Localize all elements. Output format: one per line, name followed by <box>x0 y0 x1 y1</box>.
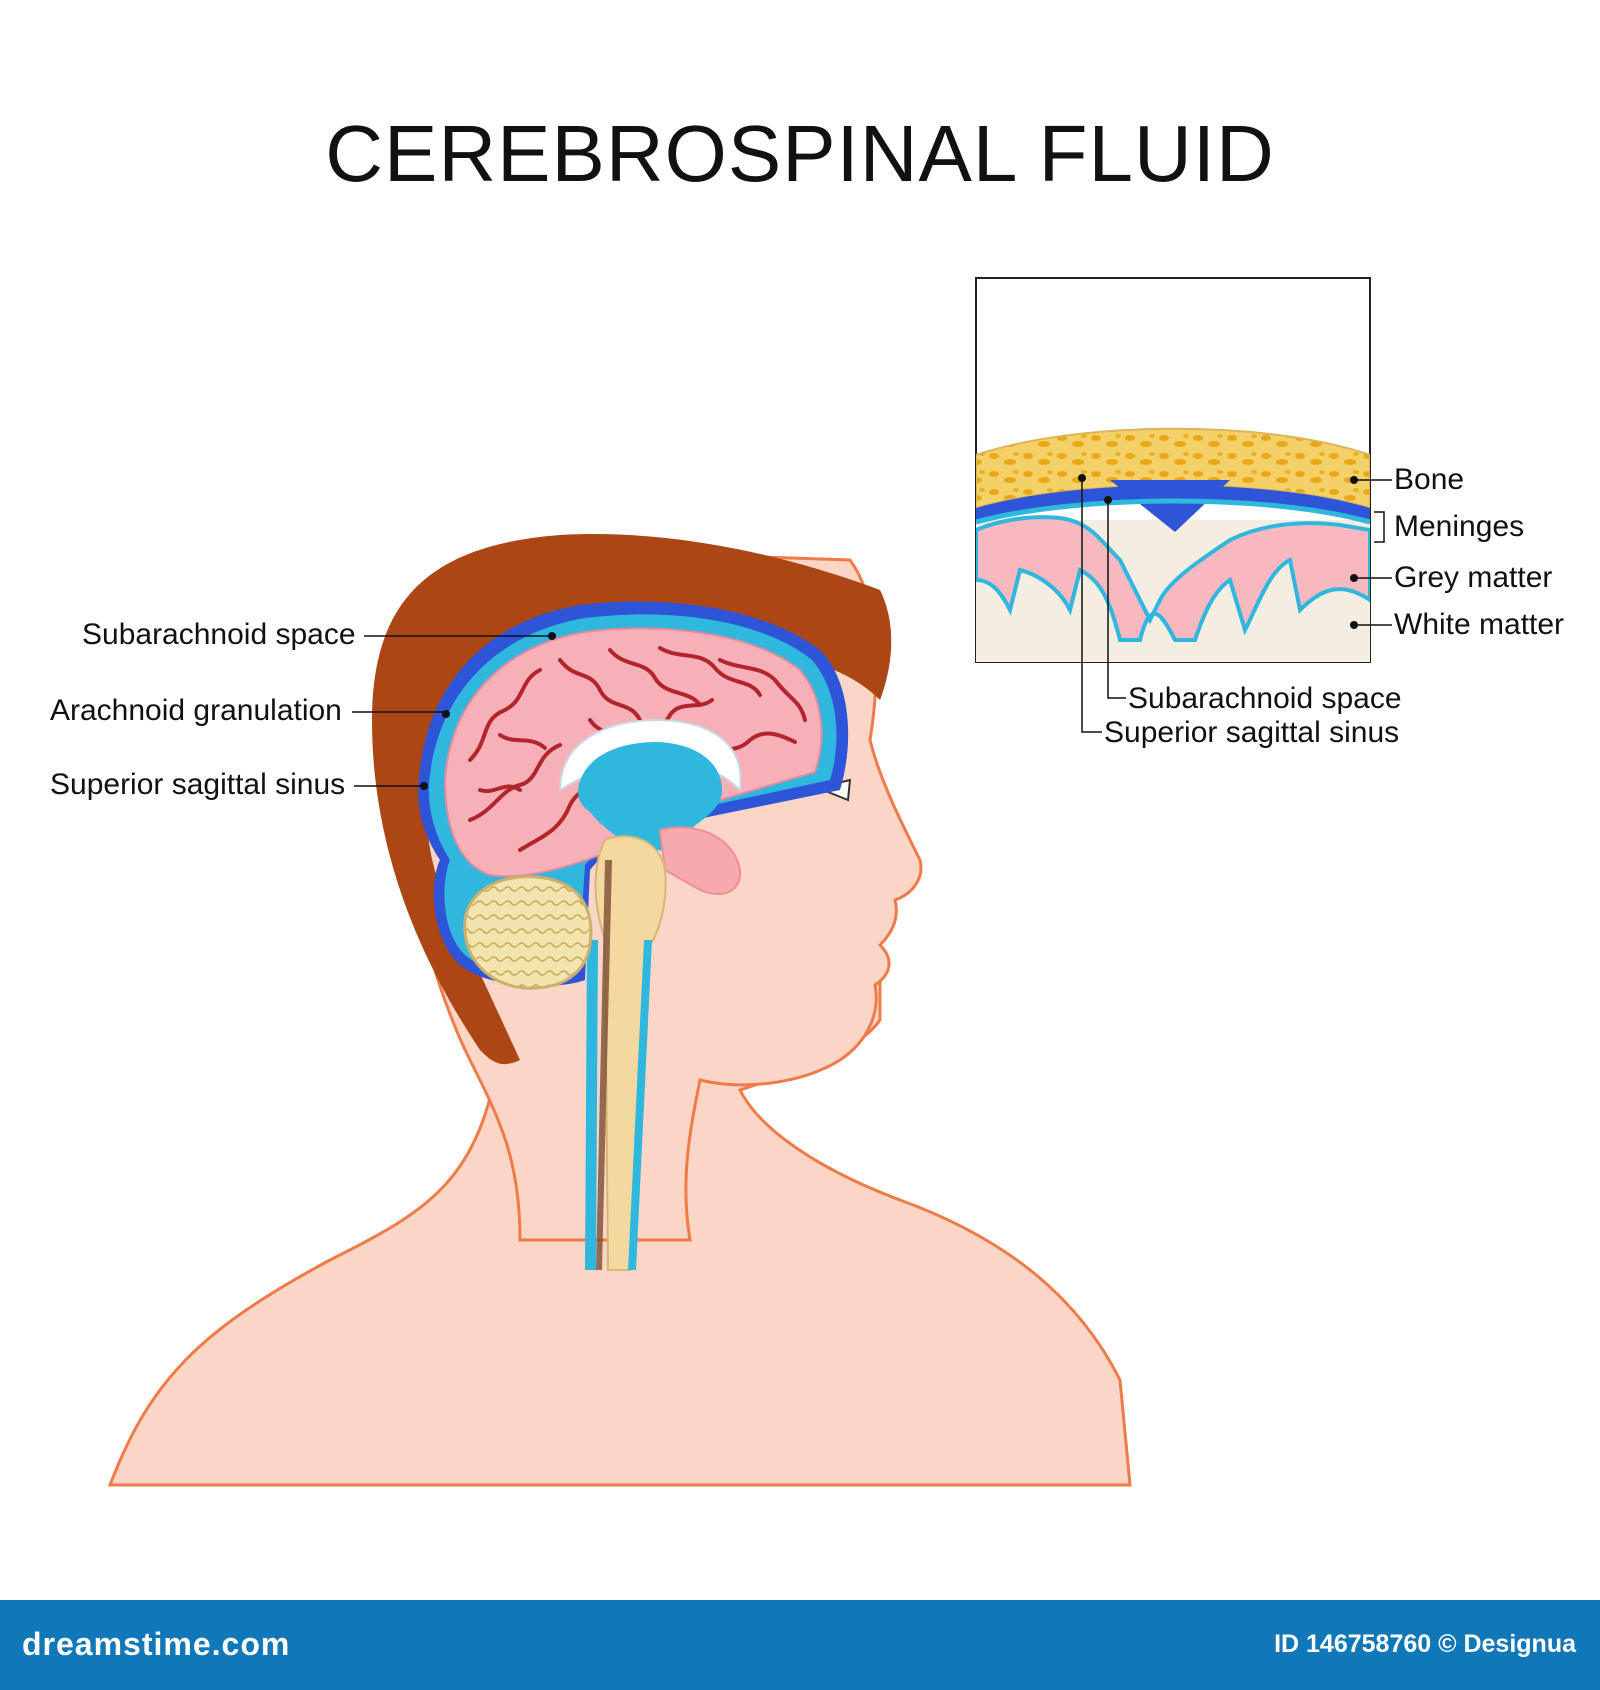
spinal-cord-csf-back <box>585 940 598 1270</box>
head-pointer-lines <box>352 635 552 787</box>
inset-dura <box>976 485 1370 520</box>
page-title: CEREBROSPINAL FLUID <box>325 109 1275 198</box>
label-inset-subarachnoid-space: Subarachnoid space <box>1128 682 1402 715</box>
inset-grey-matter <box>976 515 1370 642</box>
spinal-cord-dark <box>596 860 612 1270</box>
label-grey-matter: Grey matter <box>1394 561 1553 594</box>
label-inset-superior-sagittal-sinus: Superior sagittal sinus <box>1104 716 1400 749</box>
label-bone: Bone <box>1394 463 1465 496</box>
inset-arachnoid <box>976 498 1370 525</box>
footer-id: ID 146758760 © Designua <box>1274 1630 1576 1658</box>
label-white-matter: White matter <box>1394 608 1565 641</box>
cerebellum <box>463 875 593 990</box>
inset-sinus <box>1110 480 1230 532</box>
label-subarachnoid-space: Subarachnoid space <box>82 618 356 651</box>
label-arachnoid-granulation: Arachnoid granulation <box>50 694 342 727</box>
inset-pointer-lines <box>1081 478 1392 733</box>
footer-brand[interactable]: dreamstime.com <box>22 1626 291 1662</box>
midbrain <box>658 826 742 895</box>
label-superior-sagittal-sinus: Superior sagittal sinus <box>50 768 346 801</box>
label-meninges: Meninges <box>1394 510 1525 543</box>
spinal-cord-csf-front <box>628 940 652 1270</box>
inset-diagram <box>975 277 1392 733</box>
footer-bar: dreamstime.com ID 146758760 © Designua <box>0 1600 1600 1690</box>
